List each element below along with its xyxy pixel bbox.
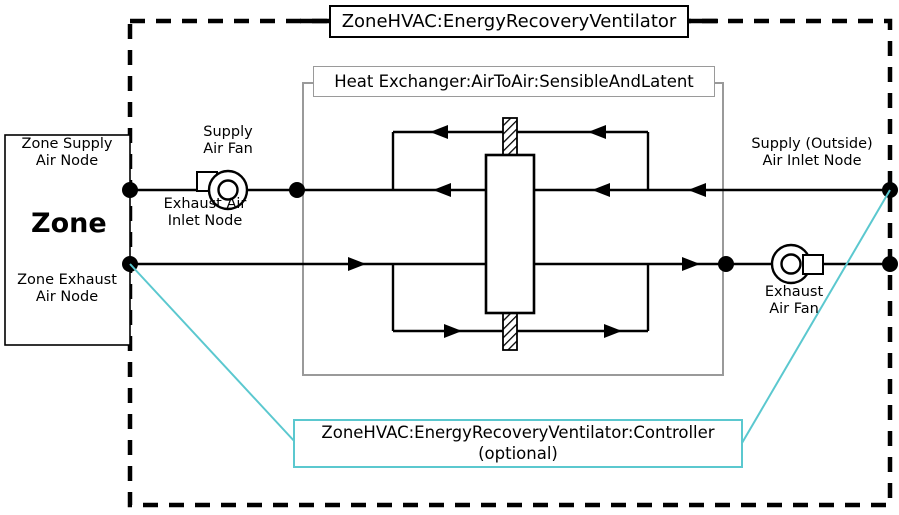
node-exhaust-outlet — [882, 256, 898, 272]
exhaust-bypass-arrow-left — [444, 324, 462, 338]
node-exhaust-before-fan — [718, 256, 734, 272]
node-supply-after-fan — [289, 182, 305, 198]
label-supply-air-fan: Supply Air Fan — [203, 124, 253, 158]
zone-label: Zone — [31, 208, 107, 239]
erv-title-box: ZoneHVAC:EnergyRecoveryVentilator — [329, 5, 689, 38]
controller-link-right — [741, 189, 891, 444]
exhaust-air-fan-outlet — [802, 254, 824, 275]
controller-box: ZoneHVAC:EnergyRecoveryVentilator:Contro… — [293, 419, 743, 468]
exhaust-bypass-arrow-right — [604, 324, 622, 338]
supply-bypass-arrow-left — [430, 125, 448, 139]
supply-arrow-1 — [688, 183, 706, 197]
heat-exchanger-title-text: Heat Exchanger:AirToAir:SensibleAndLaten… — [334, 72, 694, 91]
exhaust-arrow-2 — [682, 257, 700, 271]
node-zone-supply-air — [122, 182, 138, 198]
heat-exchanger-core-shaft-bottom — [502, 309, 518, 351]
label-exhaust-air-inlet-node: Exhaust Air Inlet Node — [163, 196, 247, 230]
erv-title-text: ZoneHVAC:EnergyRecoveryVentilator — [341, 11, 677, 32]
supply-bypass-arrow-right — [588, 125, 606, 139]
heat-exchanger-title-box: Heat Exchanger:AirToAir:SensibleAndLaten… — [313, 66, 715, 97]
controller-link-left — [129, 263, 297, 444]
zone-box — [4, 134, 131, 346]
supply-air-fan-hub — [217, 179, 239, 201]
controller-title-text: ZoneHVAC:EnergyRecoveryVentilator:Contro… — [321, 423, 715, 443]
supply-arrow-2 — [592, 183, 610, 197]
label-zone-supply-air-node: Zone Supply Air Node — [21, 136, 113, 170]
label-supply-outside-air-inlet-node: Supply (Outside) Air Inlet Node — [751, 136, 873, 170]
heat-exchanger-core-shaft-top — [502, 117, 518, 159]
exhaust-air-fan-hub — [780, 253, 802, 275]
label-exhaust-air-fan: Exhaust Air Fan — [764, 284, 824, 318]
heat-exchanger-core — [484, 153, 536, 315]
exhaust-arrow-1 — [348, 257, 366, 271]
label-zone-exhaust-air-node: Zone Exhaust Air Node — [17, 272, 117, 306]
controller-subtitle-text: (optional) — [478, 443, 558, 463]
supply-arrow-3 — [433, 183, 451, 197]
